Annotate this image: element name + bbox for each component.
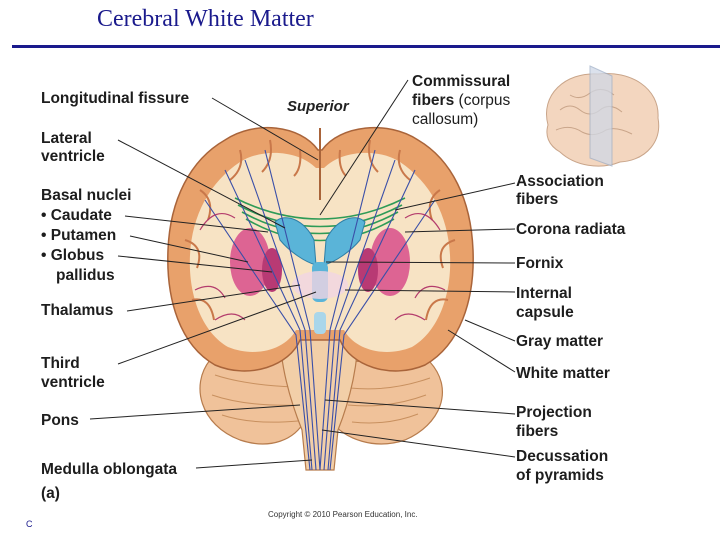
thalamus: [292, 271, 348, 299]
label-putamen: • Putamen: [41, 227, 117, 244]
label-caudate: • Caudate: [41, 207, 112, 224]
label-internal-capsule-line2: capsule: [516, 304, 574, 321]
label-commissural-line3: callosum): [412, 111, 479, 128]
label-commissural-line1: Commissural: [412, 73, 511, 90]
slide-title: Cerebral White Matter: [97, 6, 314, 32]
label-thalamus: Thalamus: [41, 302, 114, 319]
panel-label: (a): [41, 485, 60, 502]
label-decussation-line2: of pyramids: [516, 467, 604, 484]
label-fornix: Fornix: [516, 255, 564, 272]
label-pons: Pons: [41, 412, 79, 429]
association-fibers: [194, 212, 446, 321]
label-association-line1: Association: [516, 173, 604, 190]
label-white-matter: White matter: [516, 365, 610, 382]
cerebrum-white-matter: [189, 152, 451, 352]
leader-lines: [89, 79, 516, 469]
title-divider: [12, 45, 720, 48]
orientation-label: Superior: [287, 98, 349, 115]
label-corona-radiata: Corona radiata: [516, 221, 626, 238]
label-projection-line2: fibers: [516, 423, 559, 440]
label-projection-line1: Projection: [516, 404, 592, 421]
label-longitudinal-fissure: Longitudinal fissure: [41, 90, 190, 107]
label-globus-line2: pallidus: [56, 267, 115, 284]
commissural-fibers: [234, 197, 406, 242]
corner-mark: C: [26, 519, 33, 529]
label-association-line2: fibers: [516, 191, 559, 208]
projection-fibers: [204, 149, 436, 471]
copyright-notice: Copyright © 2010 Pearson Education, Inc.: [268, 510, 418, 519]
label-internal-capsule-line1: Internal: [516, 285, 572, 302]
label-third-ventricle-line2: ventricle: [41, 374, 105, 391]
inset-brain-thumbnail: [546, 65, 660, 167]
label-commissural-line2: fibers (corpus: [412, 92, 511, 109]
label-decussation-line1: Decussation: [516, 448, 609, 465]
label-third-ventricle-line1: Third: [41, 355, 80, 372]
label-globus-line1: • Globus: [41, 247, 105, 264]
label-lateral-ventricle-line1: Lateral: [41, 130, 92, 147]
label-lateral-ventricle-line2: ventricle: [41, 148, 105, 165]
label-gray-matter: Gray matter: [516, 333, 604, 350]
label-basal-nuclei: Basal nuclei: [41, 187, 132, 204]
label-medulla-oblongata: Medulla oblongata: [41, 461, 178, 478]
